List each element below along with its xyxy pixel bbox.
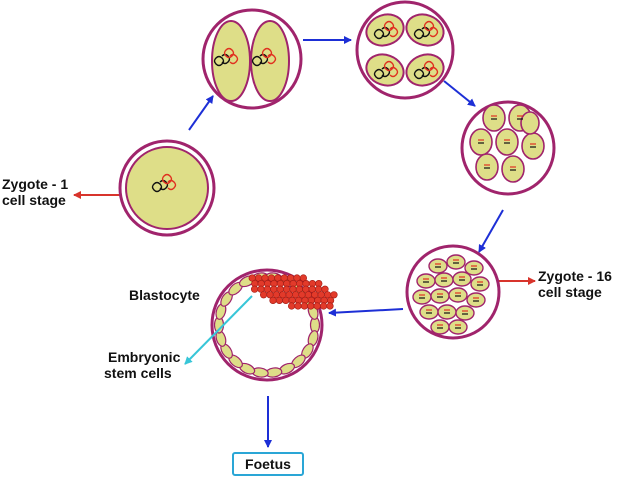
stem-cell	[251, 285, 259, 293]
embryonic-label-line1: Embryonic	[108, 349, 181, 365]
blastocyte-label: Blastocyte	[129, 287, 200, 303]
foetus-box: Foetus	[232, 452, 304, 476]
zygote-8-cell	[460, 100, 556, 196]
zygote-16-cell	[405, 244, 501, 340]
stem-cell	[275, 296, 284, 305]
zygote-1-label-line2: cell stage	[2, 192, 66, 208]
arrow-16-to-blastocyte	[328, 308, 404, 317]
arrow-4-to-8	[443, 80, 476, 107]
zygote-1-cell	[118, 139, 216, 237]
foetus-label: Foetus	[245, 456, 291, 472]
arrow-1-to-2	[188, 95, 214, 131]
stem-cell	[269, 296, 277, 305]
zygote-16-label-line1: Zygote - 16	[538, 268, 612, 284]
stem-cell	[282, 296, 290, 305]
embryonic-stem-cell-cluster	[248, 274, 338, 310]
arrow-8-to-16	[478, 209, 504, 253]
stem-cell	[313, 302, 321, 310]
stem-cell	[260, 291, 268, 299]
stem-cell	[326, 302, 334, 310]
stem-cell	[320, 302, 328, 310]
stem-cell	[307, 302, 315, 310]
blastocyte	[210, 268, 338, 382]
zygote-4-cell	[355, 0, 455, 100]
stem-cell	[300, 302, 309, 310]
zygote-2-cell	[201, 8, 303, 110]
stem-cell	[294, 302, 302, 310]
zygote-1-label-line1: Zygote - 1	[2, 176, 68, 192]
stem-cells-pointer-arrow	[184, 295, 253, 365]
stem-cell	[288, 302, 296, 310]
zygote-16-label-line2: cell stage	[538, 284, 602, 300]
embryonic-label-line2: stem cells	[104, 365, 172, 381]
stem-cell	[330, 291, 338, 299]
flow-arrows	[188, 36, 504, 448]
